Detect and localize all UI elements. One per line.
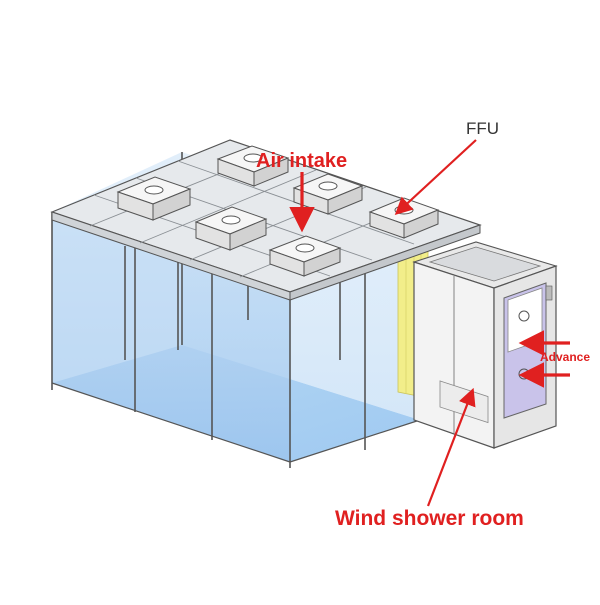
air-intake-label: Air intake	[256, 150, 348, 172]
air-shower-icon	[412, 241, 558, 449]
ffu-unit-icon	[268, 235, 342, 277]
ffu-unit-icon	[216, 145, 290, 187]
ffu-pointer-line	[394, 139, 477, 215]
frame-posts	[51, 152, 366, 468]
ffu-unit-icon	[194, 206, 268, 251]
annotation-arrows	[289, 139, 570, 507]
advance-label: Advance	[540, 350, 591, 364]
wind-shower-room-label: Wind shower room	[335, 507, 524, 530]
wind-shower-pointer-line	[426, 387, 476, 507]
floor-rails	[51, 382, 421, 463]
ffu-label: FFU	[466, 119, 500, 138]
ffu-unit-icon	[116, 176, 192, 221]
